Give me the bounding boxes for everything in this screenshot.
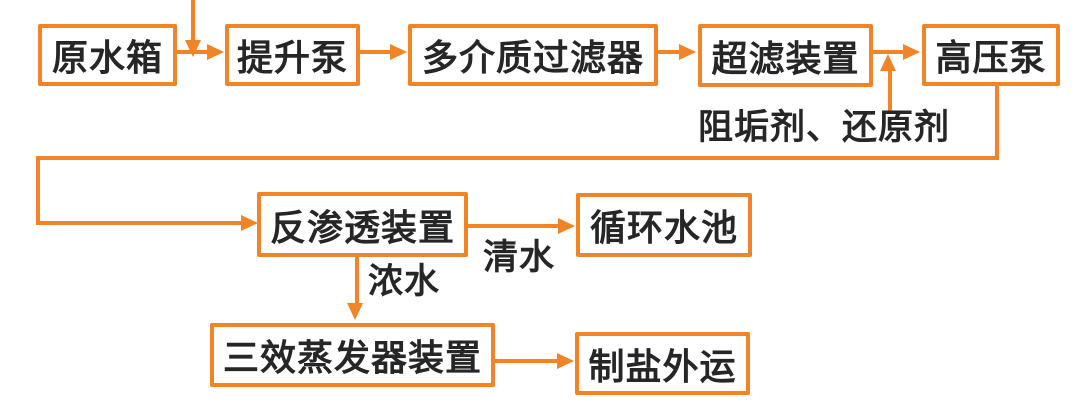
edge-label-concentrated-water: 浓水: [368, 262, 441, 301]
connector-injection-line: [888, 69, 892, 112]
node-lift-pump: 提升泵: [225, 24, 360, 86]
connector-long-horizontal: [36, 156, 999, 160]
connector-uf-to-hp: [873, 50, 904, 54]
node-reverse-osmosis: 反渗透装置: [257, 192, 468, 257]
connector-into-ro: [36, 221, 241, 225]
arrowhead-filter-to-uf: [679, 44, 696, 60]
arrowhead-tank-to-pump: [207, 44, 224, 60]
connector-feed-line: [191, 0, 195, 42]
node-circulating-pool: 循环水池: [576, 193, 752, 257]
connector-hp-down: [995, 84, 999, 160]
node-ultrafiltration: 超滤装置: [698, 24, 873, 87]
arrowhead-uf-to-hp: [903, 44, 920, 60]
arrowhead-ro-to-evaporator: [347, 303, 363, 320]
connector-ro-down: [355, 255, 359, 305]
edge-label-clear-water: 清水: [483, 238, 556, 277]
arrowhead-into-ro: [241, 215, 258, 231]
connector-ro-to-pool: [468, 224, 558, 228]
connector-tank-to-pump: [177, 50, 208, 54]
node-salt-transport: 制盐外运: [575, 332, 750, 395]
node-high-pressure-pump: 高压泵: [922, 24, 1060, 86]
arrowhead-feed-down: [185, 40, 201, 57]
arrowhead-pump-to-filter: [390, 44, 407, 60]
node-raw-water-tank: 原水箱: [38, 24, 177, 86]
edge-label-antiscalant-reducer: 阻垢剂、还原剂: [698, 108, 951, 147]
connector-pump-to-filter: [360, 50, 391, 54]
connector-evaporator-to-salt: [495, 359, 558, 363]
arrowhead-injection-up: [880, 54, 896, 71]
node-multimedia-filter: 多介质过滤器: [408, 24, 658, 86]
arrowhead-evaporator-to-salt: [557, 353, 574, 369]
connector-left-drop: [36, 156, 40, 225]
connector-filter-to-uf: [658, 50, 680, 54]
arrowhead-ro-to-pool: [558, 218, 575, 234]
node-triple-effect-evaporator: 三效蒸发器装置: [210, 323, 495, 387]
